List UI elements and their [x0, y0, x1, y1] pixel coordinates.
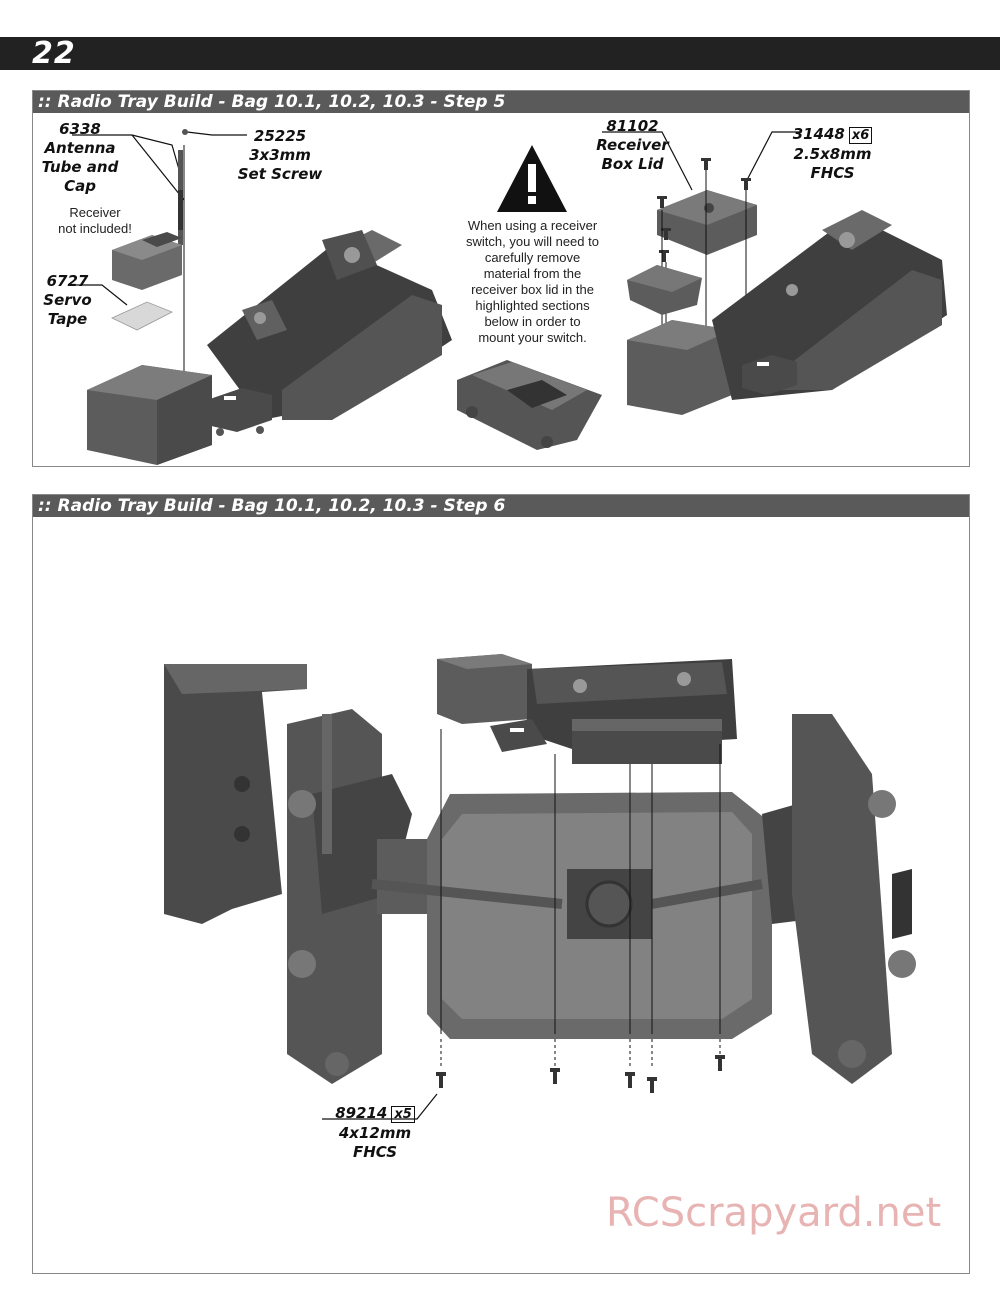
- receiver-box-lid-part-label: 81102 Receiver Box Lid: [596, 117, 669, 173]
- switch-graphic: [207, 388, 272, 436]
- page-header: 22: [0, 36, 1000, 71]
- warning-icon: [497, 145, 567, 212]
- front-suspension-graphic: [762, 714, 916, 1084]
- fhcs-screws-graphic: [436, 1055, 725, 1093]
- receiver-switch-warning-note: When using a receiver switch, you will n…: [466, 218, 599, 345]
- step6-illustration: [164, 654, 916, 1120]
- step6-title: :: Radio Tray Build - Bag 10.1, 10.2, 10…: [38, 496, 506, 516]
- servo-tray-graphic: [207, 230, 452, 420]
- receiver-not-included-note: Receiver not included!: [58, 205, 132, 236]
- servo-tape-part-label: 6727 Servo Tape: [43, 272, 92, 328]
- page-number: 22: [32, 36, 76, 71]
- step6-title-bar: :: Radio Tray Build - Bag 10.1, 10.2, 10…: [33, 495, 969, 517]
- step5-title-bar: :: Radio Tray Build - Bag 10.1, 10.2, 10…: [33, 91, 969, 113]
- step5-title: :: Radio Tray Build - Bag 10.1, 10.2, 10…: [38, 92, 506, 112]
- center-diff-graphic: [371, 869, 763, 939]
- receiver-box-graphic: [87, 365, 212, 465]
- rear-suspension-graphic: [287, 709, 412, 1084]
- antenna-part-label: 6338 Antenna Tube and Cap: [41, 120, 119, 195]
- lid-highlight-graphic: [457, 360, 602, 450]
- watermark-text: RCScrapyard.net: [606, 1190, 942, 1236]
- receiver-graphic: [112, 232, 182, 290]
- quantity-badge: x6: [848, 127, 873, 144]
- rear-wing-graphic: [164, 664, 307, 924]
- quantity-badge: x5: [391, 1106, 415, 1123]
- set-screw-part-label: 25225 3x3mm Set Screw: [237, 127, 323, 183]
- step5-illustration: [72, 129, 947, 465]
- radio-tray-graphic: [437, 654, 737, 764]
- receiver-box-lid-graphic: [657, 190, 757, 255]
